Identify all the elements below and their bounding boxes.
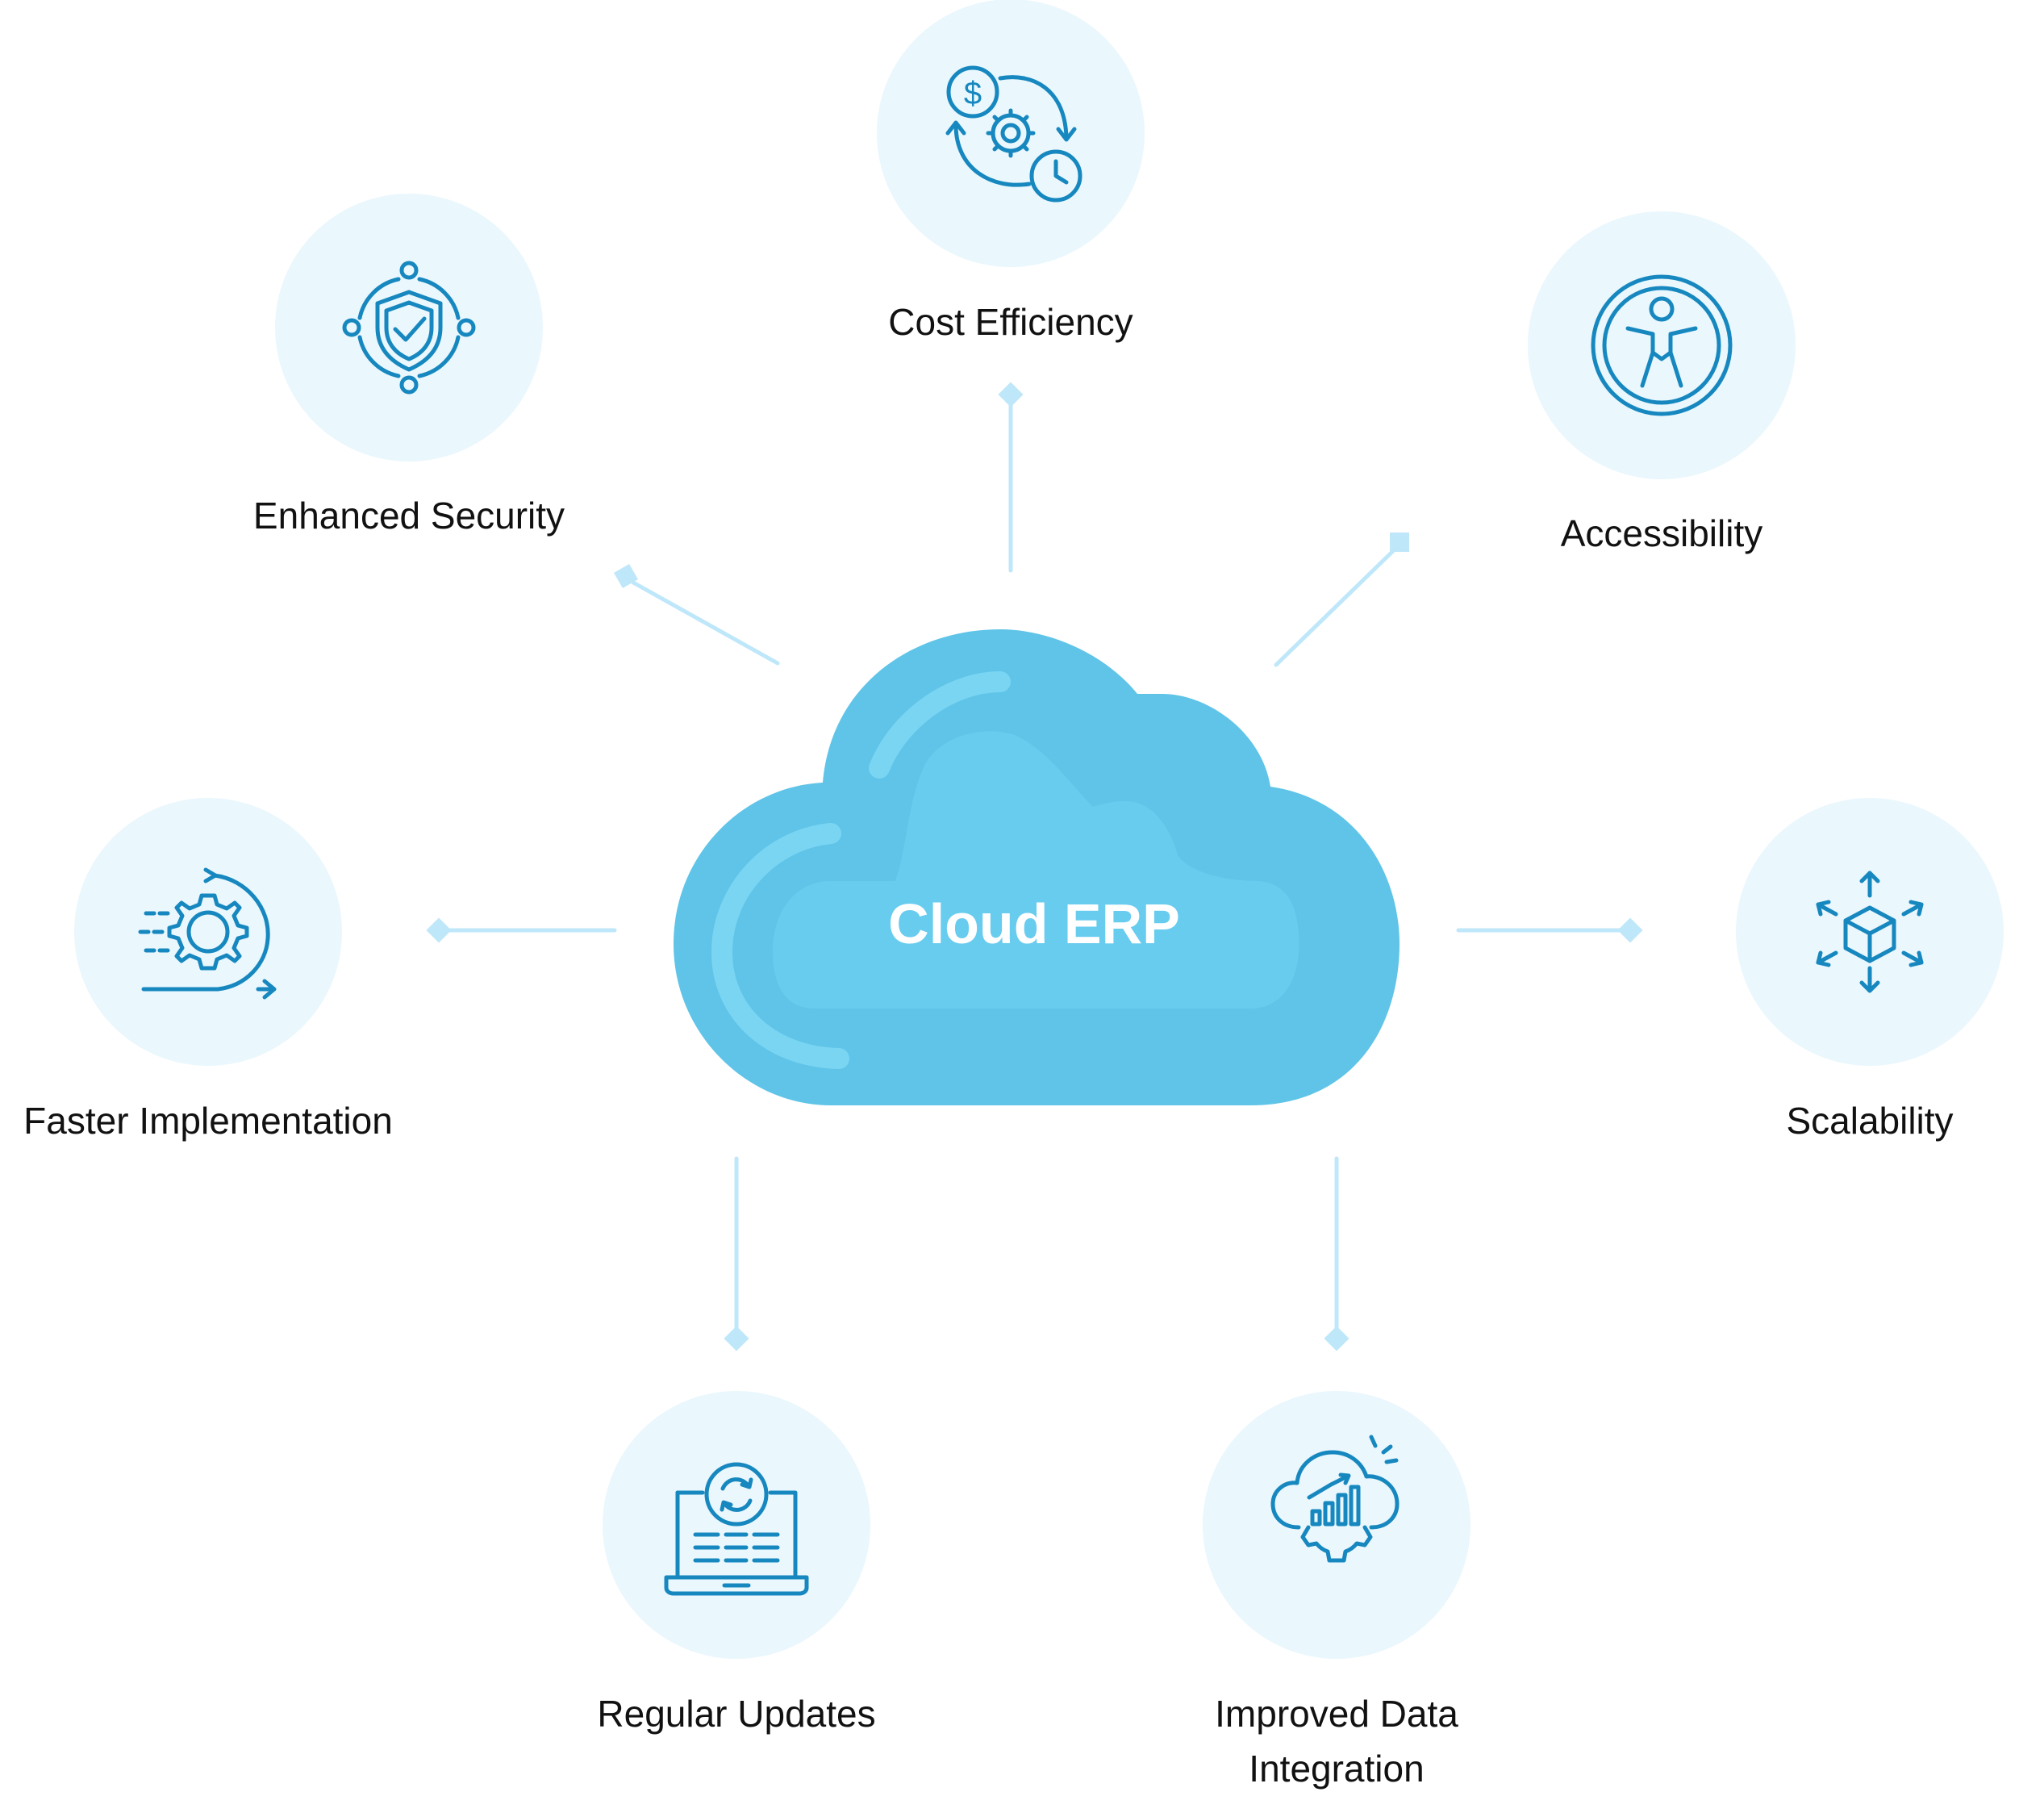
connector-regular-updates [724,1156,749,1351]
cloud-shape [674,629,1400,1105]
connector-cost-efficiency [998,382,1024,573]
label-enhanced-security: Enhanced Security [252,495,565,537]
scalability-node [1736,798,2004,1066]
label-accessibility: Accessibility [1560,512,1763,554]
faster-implementation-node [74,798,342,1066]
cost-efficiency-node: $ [877,0,1145,267]
label-regular-updates: Regular Updates [597,1693,876,1735]
connectors [426,382,1643,1351]
connector-improved-data-integration [1324,1156,1349,1351]
enhanced-security-node [275,194,543,462]
svg-text:$: $ [964,76,982,111]
accessibility-person-icon [1591,274,1733,416]
laptop-refresh-icon [664,1462,809,1596]
label-improved-data-integration: Improved Data Integration [1215,1693,1458,1790]
improved-data-integration-node [1203,1391,1470,1659]
cloud-erp-title: Cloud ERP [888,892,1180,955]
connector-faster-implementation [426,917,617,943]
shield-check-icon [342,261,476,395]
fast-gear-icon [138,867,277,1000]
connector-scalability [1456,917,1643,943]
accessibility-node [1528,211,1796,479]
connector-enhanced-security [613,563,780,666]
expanding-cube-icon [1816,871,1924,993]
cost-cycle-icon: $ [945,65,1082,203]
cloud-chart-gear-icon [1270,1435,1400,1563]
label-scalability: Scalability [1786,1100,1954,1142]
label-faster-implementation: Faster Implementation [23,1100,393,1142]
label-cost-efficiency: Cost Efficiency [888,301,1133,343]
regular-updates-node [603,1391,870,1659]
connector-accessibility [1274,533,1409,667]
